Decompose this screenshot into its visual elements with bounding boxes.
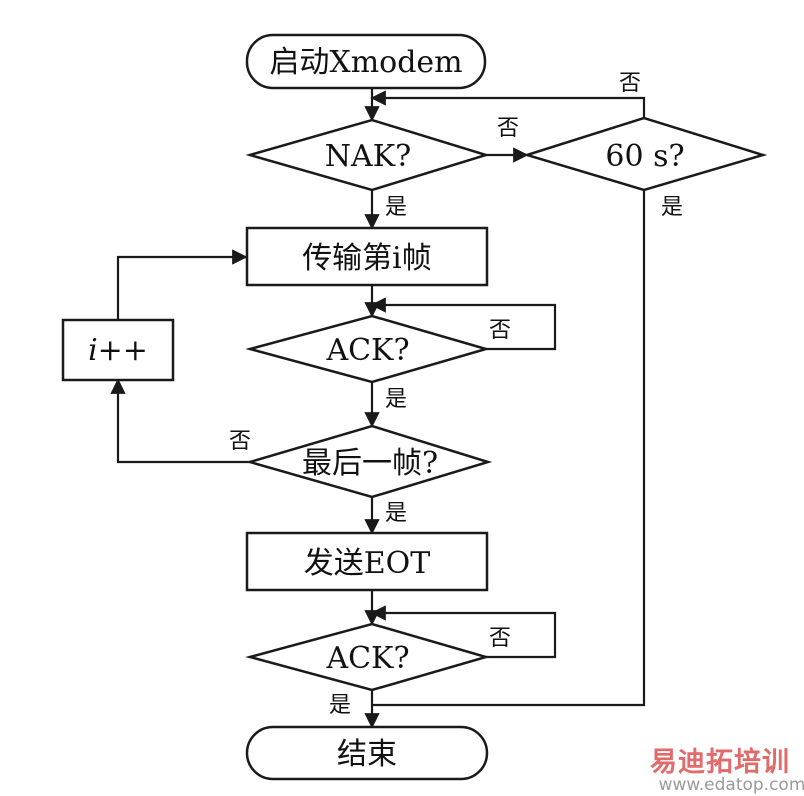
connectors [110,88,646,729]
edge-label-ack1-no: 否 [489,318,511,343]
edge-label-lastframe-no: 否 [229,429,251,454]
edge-lastframe-to-increment [110,378,250,464]
last-frame-decision-label: 最后一帧? [302,446,438,481]
edge-ack1-retry-loop [370,297,557,351]
increment-process: i++ [61,318,175,382]
ack-decision-1: ACK? [245,314,491,384]
nak-decision: NAK? [245,118,491,192]
transmit-process: 传输第i帧 [245,226,489,287]
edge-timeout-loop [370,90,646,118]
edge-label-timeout-no: 否 [619,71,641,96]
start-node: 启动Xmodem [245,33,487,90]
watermark-url: www.edatop.com [659,775,804,795]
edge-label-nak-yes: 是 [385,195,407,220]
send-eot-process-label: 发送EOT [304,546,431,581]
increment-process-label: i++ [88,333,148,368]
edge-increment-to-transmit [116,249,248,320]
end-node-label: 结束 [337,737,397,772]
transmit-process-label: 传输第i帧 [302,241,432,276]
last-frame-decision: 最后一帧? [245,424,493,499]
edge-label-ack1-yes: 是 [385,387,407,412]
edge-labels: 否 否 是 是 否 是 否 是 否 是 [229,71,683,718]
timeout-decision-label: 60 s? [605,139,684,174]
timeout-decision: 60 s? [522,116,768,192]
start-node-label: 启动Xmodem [269,45,462,80]
edge-label-nak-no: 否 [497,116,519,141]
edge-label-ack2-yes: 是 [329,693,351,718]
ack-decision-2: ACK? [245,622,491,692]
edge-label-ack2-no: 否 [489,626,511,651]
edge-label-timeout-yes: 是 [661,195,683,220]
send-eot-process: 发送EOT [245,531,489,592]
watermark-text: 易迪拓培训 [650,747,790,778]
end-node: 结束 [245,725,489,781]
edge-timeout-to-end [372,190,646,707]
watermark: 易迪拓培训 www.edatop.com [650,747,804,795]
ack-decision-1-label: ACK? [325,333,409,368]
edge-label-lastframe-yes: 是 [385,501,407,526]
ack-decision-2-label: ACK? [325,641,409,676]
nak-decision-label: NAK? [325,139,411,174]
edge-ack2-retry-loop [370,605,557,659]
